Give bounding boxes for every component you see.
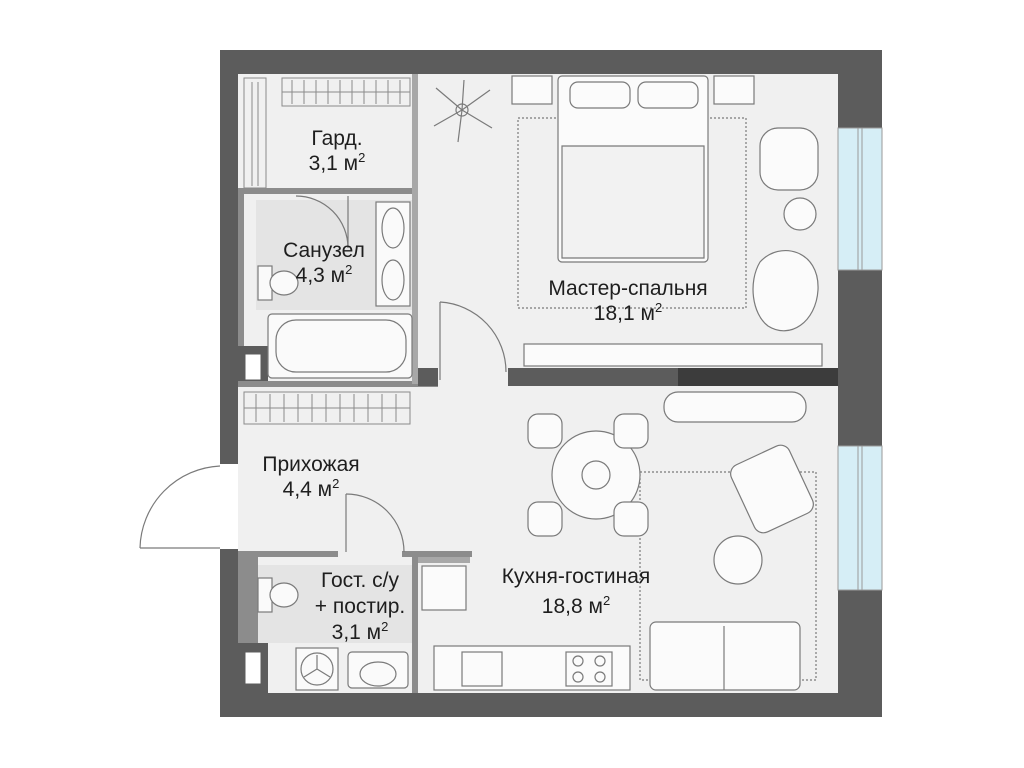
dining-chair-2 (613, 413, 649, 449)
guest-wc-fixtures (257, 577, 409, 691)
bedroom-window (837, 127, 883, 271)
room-area-bedroom: 18,1 м2 (593, 300, 663, 325)
toilet (257, 265, 299, 301)
dining-chair-4 (613, 501, 649, 537)
room-name-kitchen-living: Кухня-гостиная (501, 565, 651, 588)
room-area-bathroom: 4,3 м2 (295, 262, 353, 287)
sofa (649, 621, 801, 691)
guest-sink (347, 651, 409, 689)
windows (837, 127, 883, 591)
bedroom-armchair (759, 127, 819, 191)
bedroom-shelf (523, 343, 823, 367)
room-name-guest-wc-line2: + постир. (314, 595, 406, 618)
fridge (421, 565, 467, 611)
dining-chair-1 (527, 413, 563, 449)
bedroom-throw (752, 249, 819, 332)
coffee-table (713, 535, 763, 585)
hallway-wardrobe (243, 391, 411, 425)
room-name-bathroom: Санузел (283, 239, 365, 262)
living-window (837, 445, 883, 591)
nightstand-right (713, 75, 755, 105)
kitchen-sink (461, 651, 503, 687)
room-name-hallway: Прихожая (262, 453, 360, 476)
room-label-wardrobe: Гард. 3,1 м2 (292, 126, 382, 176)
bedroom-side-table (783, 197, 817, 231)
lounge-chair (730, 444, 814, 534)
bathtub (267, 313, 413, 379)
room-area-hallway: 4,4 м2 (282, 476, 340, 501)
room-area-wardrobe: 3,1 м2 (308, 150, 366, 175)
room-area-guest-wc: 3,1 м2 (331, 619, 389, 644)
room-name-bedroom: Мастер-спальня (548, 277, 708, 300)
bed-pillow-left (569, 81, 631, 109)
living-furniture (421, 391, 817, 691)
tv-console (663, 391, 807, 423)
bed-pillow-right (637, 81, 699, 109)
guest-wc-door (345, 493, 405, 553)
dining-chair-3 (527, 501, 563, 537)
outer-walls (220, 50, 882, 717)
bedroom-furniture (433, 75, 823, 367)
interior-walls (238, 74, 838, 693)
guest-toilet (257, 577, 299, 613)
wardrobe-shelving (243, 77, 411, 189)
entrance-door (139, 465, 221, 549)
room-area-kitchen-living: 18,8 м2 (541, 593, 611, 618)
room-label-hallway: Прихожая 4,4 м2 (248, 452, 374, 502)
bedroom-door (439, 301, 507, 380)
plant-icon (433, 79, 493, 143)
nightstand-left (511, 75, 553, 105)
room-label-bathroom: Санузел 4,3 м2 (266, 238, 382, 288)
washing-machine (295, 647, 339, 691)
room-name-guest-wc-line1: Гост. с/у (321, 569, 399, 592)
doors (139, 301, 507, 553)
bathroom-fixtures (257, 195, 413, 379)
room-label-guest-wc: Гост. с/у + постир. 3,1 м2 (298, 568, 422, 646)
bath-door-swing (295, 195, 349, 249)
cooktop (565, 651, 613, 687)
bed-blanket (561, 145, 705, 259)
room-label-kitchen-living: Кухня-гостиная 18,8 м2 (482, 562, 670, 622)
double-sink (375, 201, 411, 307)
dining-table (551, 430, 641, 520)
table-centerpiece (581, 460, 611, 490)
room-name-wardrobe: Гард. (311, 127, 363, 150)
room-label-bedroom: Мастер-спальня 18,1 м2 (528, 276, 728, 326)
